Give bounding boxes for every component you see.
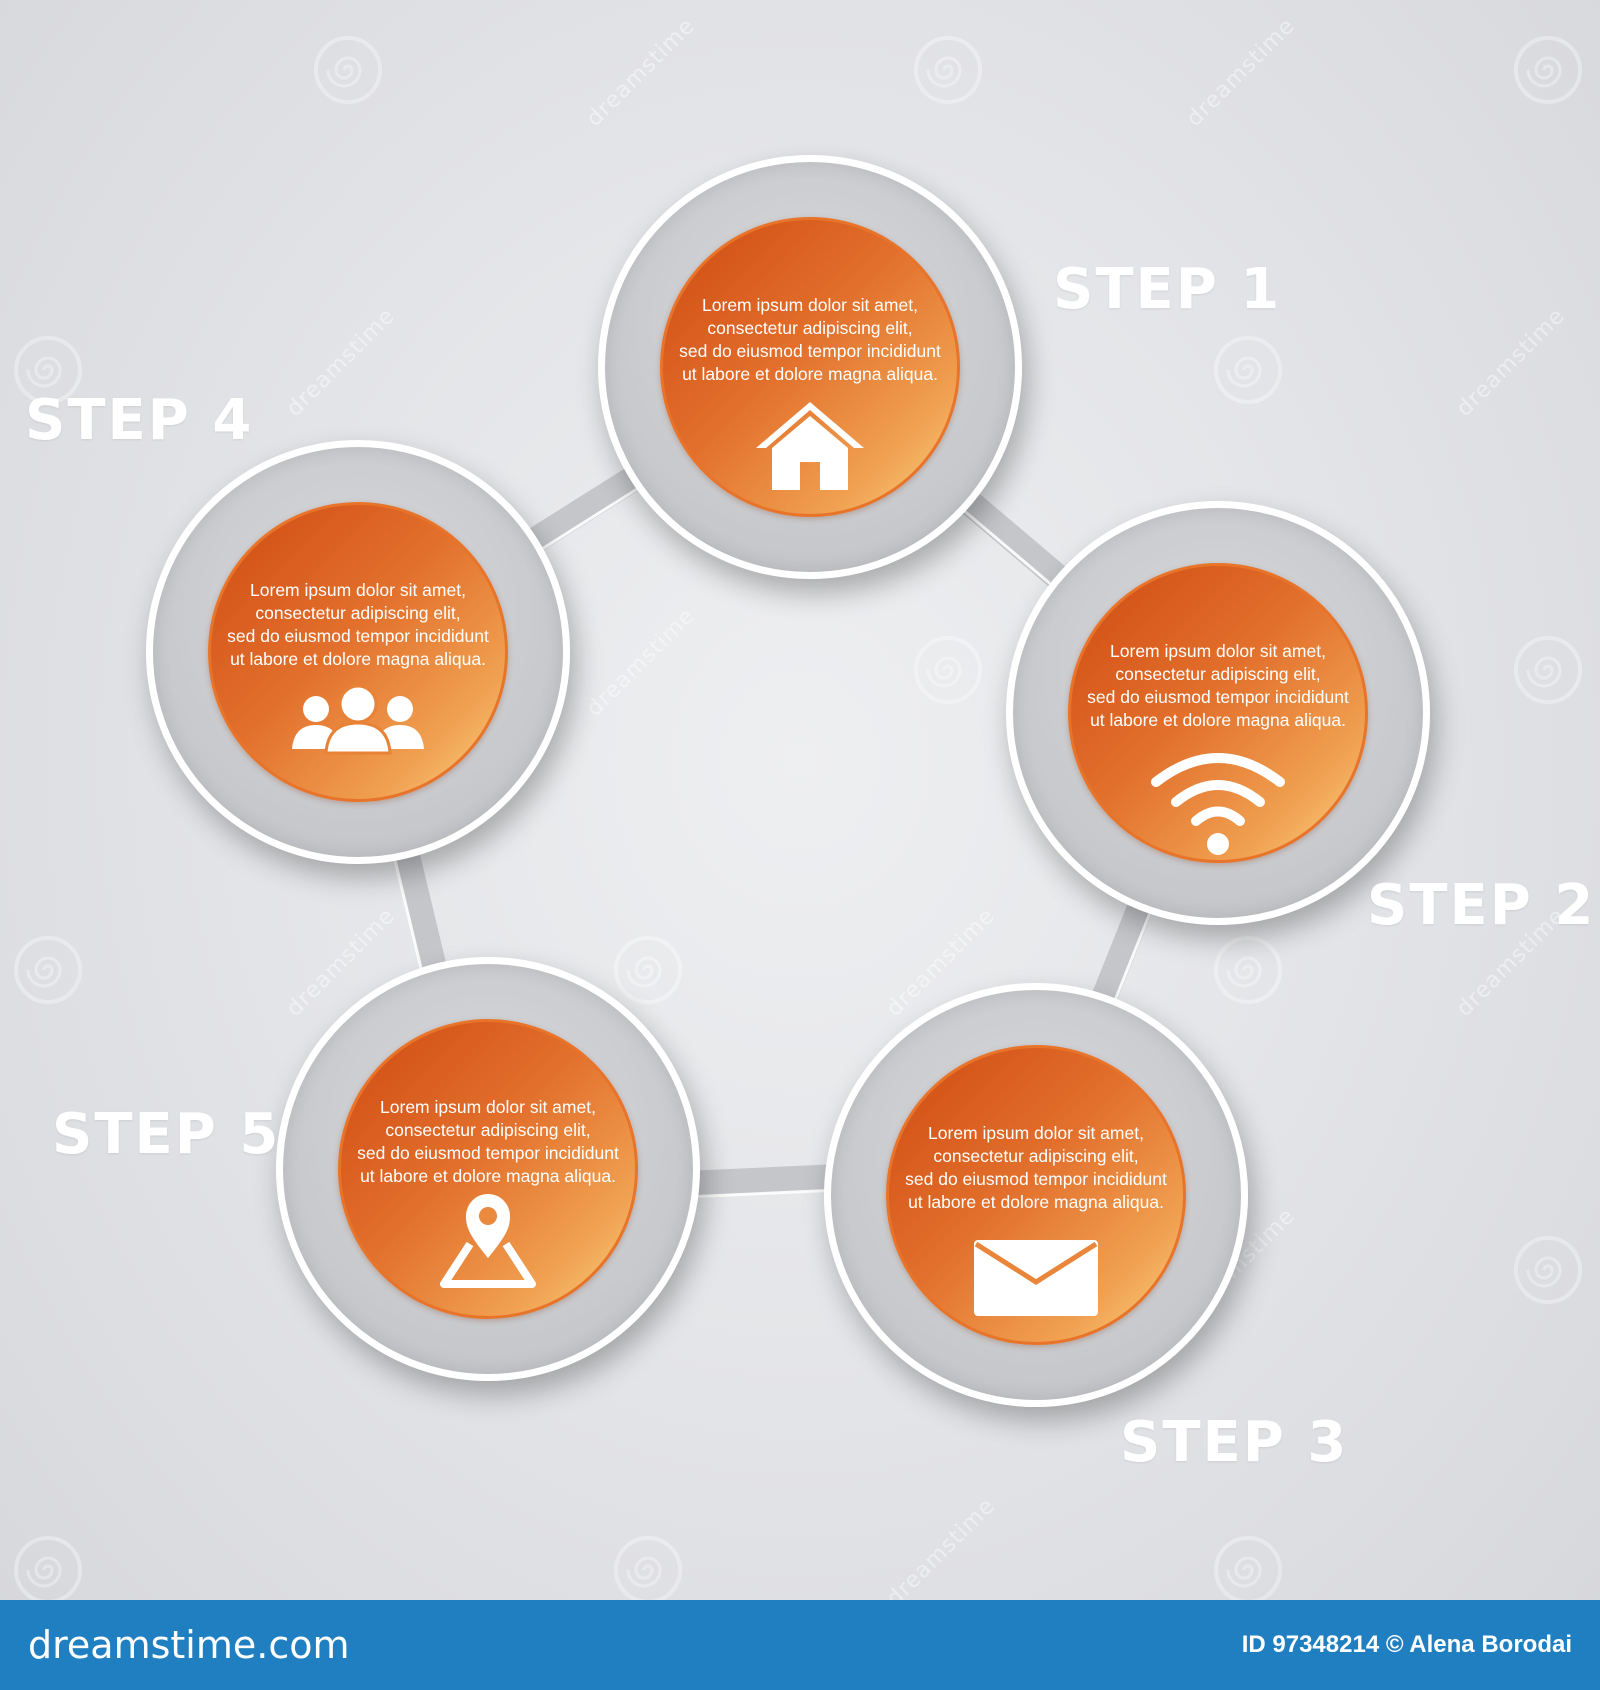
step-1-label: STEP 1 bbox=[1053, 257, 1282, 322]
step-3-node: Lorem ipsum dolor sit amet, consectetur … bbox=[824, 983, 1248, 1407]
envelope-icon bbox=[974, 1240, 1098, 1316]
step-description: Lorem ipsum dolor sit amet, consectetur … bbox=[1087, 641, 1349, 730]
watermark-spiral-icon bbox=[914, 636, 982, 704]
watermark-spiral-icon bbox=[1214, 336, 1282, 404]
step-disc: Lorem ipsum dolor sit amet, consectetur … bbox=[886, 1045, 1186, 1345]
step-2-label: STEP 2 bbox=[1367, 873, 1596, 938]
map-pin-icon bbox=[440, 1194, 536, 1288]
step-2-node: Lorem ipsum dolor sit amet, consectetur … bbox=[1006, 501, 1430, 925]
step-disc: Lorem ipsum dolor sit amet, consectetur … bbox=[660, 217, 960, 517]
step-description: Lorem ipsum dolor sit amet, consectetur … bbox=[227, 580, 489, 669]
watermark-spiral-icon bbox=[614, 936, 682, 1004]
watermark-spiral-icon bbox=[914, 36, 982, 104]
watermark-spiral-icon bbox=[1514, 1236, 1582, 1304]
step-disc: Lorem ipsum dolor sit amet, consectetur … bbox=[1068, 563, 1368, 863]
diagram-canvas: dreamstime dreamstime dreamstime dreamst… bbox=[14, 36, 1596, 1475]
step-1-node: Lorem ipsum dolor sit amet, consectetur … bbox=[598, 155, 1022, 579]
watermark-spiral-icon bbox=[314, 36, 382, 104]
step-3-label: STEP 3 bbox=[1120, 1410, 1349, 1475]
step-4-node: Lorem ipsum dolor sit amet, consectetur … bbox=[146, 440, 570, 864]
watermark-spiral-icon bbox=[14, 936, 82, 1004]
step-description: Lorem ipsum dolor sit amet, consectetur … bbox=[679, 295, 941, 384]
step-disc: Lorem ipsum dolor sit amet, consectetur … bbox=[338, 1019, 638, 1319]
watermark-spiral-icon bbox=[1514, 636, 1582, 704]
step-description: Lorem ipsum dolor sit amet, consectetur … bbox=[357, 1097, 619, 1186]
watermark-spiral-icon bbox=[1514, 36, 1582, 104]
footer-image-credit: ID 97348214 © Alena Borodai bbox=[1241, 1631, 1572, 1658]
step-disc: Lorem ipsum dolor sit amet, consectetur … bbox=[208, 502, 508, 802]
users-icon bbox=[292, 685, 424, 755]
step-4-label: STEP 4 bbox=[25, 388, 254, 453]
footer-bar: dreamstime.com ID 97348214 © Alena Borod… bbox=[0, 1600, 1600, 1690]
wifi-icon bbox=[1151, 753, 1285, 855]
step-5-label: STEP 5 bbox=[52, 1102, 281, 1167]
watermark-spiral-icon bbox=[1214, 936, 1282, 1004]
step-5-node: Lorem ipsum dolor sit amet, consectetur … bbox=[276, 957, 700, 1381]
step-description: Lorem ipsum dolor sit amet, consectetur … bbox=[905, 1123, 1167, 1212]
watermark-spiral-icon bbox=[14, 336, 82, 404]
home-icon bbox=[756, 402, 864, 490]
footer-brand-logo[interactable]: dreamstime.com bbox=[28, 1623, 350, 1667]
